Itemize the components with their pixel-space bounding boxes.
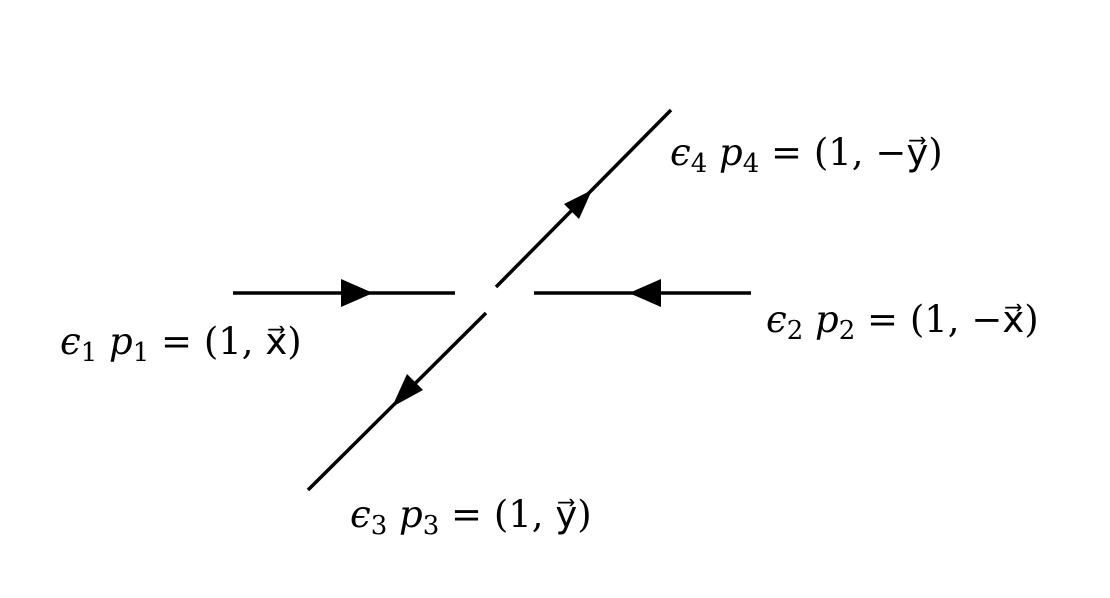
particle-3-line-group: [306, 311, 488, 492]
particle-1-label: ϵ1 p1 = (1, x⃗): [60, 320, 302, 368]
particle-3-label: ϵ3 p3 = (1, y⃗): [350, 493, 592, 541]
particle-4-label: ϵ4 p4 = (1, −y⃗): [670, 131, 943, 179]
particle-4-arrow-icon: [564, 190, 592, 219]
particle-2-line-group: [534, 279, 751, 307]
particle-2-arrow-icon: [629, 279, 661, 307]
particle-2-label: ϵ2 p2 = (1, −x⃗): [766, 298, 1039, 346]
particle-1-line-group: [233, 279, 455, 307]
particle-1-arrow-icon: [341, 279, 373, 307]
particle-4-line-group: [494, 108, 673, 289]
particle-3-arrow-icon: [392, 374, 423, 407]
